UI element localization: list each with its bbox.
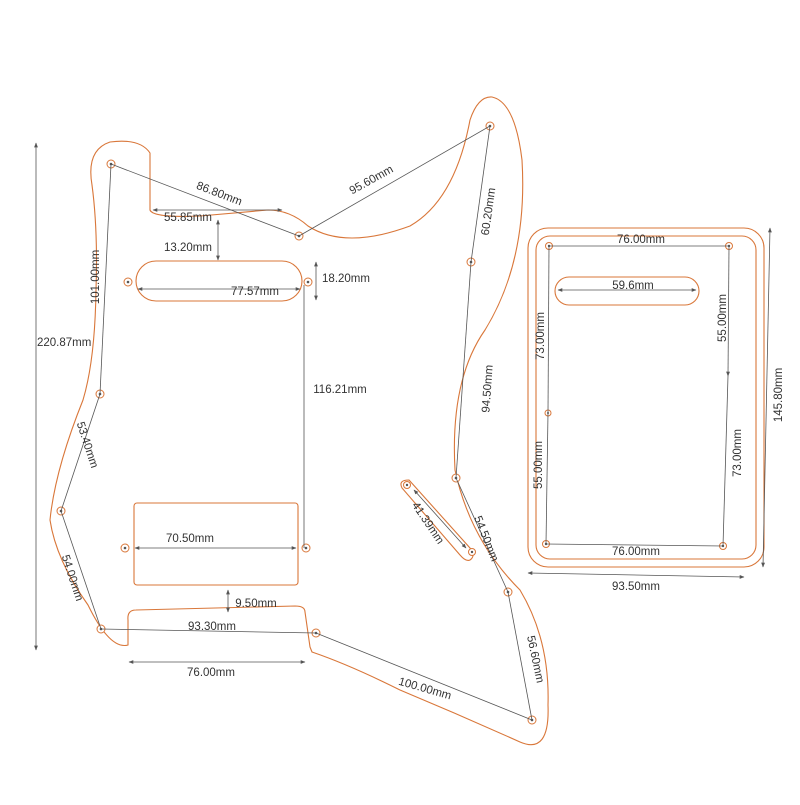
label-right-upper-edge: 60.20mm — [480, 187, 499, 236]
label-neck-pickup-width: 18.20mm — [322, 273, 370, 285]
label-backplate-left-lower: 55.00mm — [533, 441, 545, 489]
label-right-mid-edge: 94.50mm — [480, 364, 495, 413]
label-backplate-slot-length: 59.6mm — [612, 280, 654, 292]
neck-pickup-slot — [135, 260, 303, 302]
pickguard-dimension-lines — [34, 125, 533, 721]
label-pickup-spacing: 116.21mm — [313, 384, 366, 396]
label-bottom-hole-span: 93.30mm — [188, 621, 236, 633]
label-backplate-top-span: 76.00mm — [617, 234, 665, 246]
label-switch-slot-length: 41.39mm — [409, 500, 446, 546]
label-bridge-to-cutout-gap: 9.50mm — [235, 598, 277, 610]
label-bottom-cutout-width: 76.00mm — [187, 667, 235, 679]
label-bottom-long-edge: 100.00mm — [397, 676, 453, 703]
label-neck-pickup-length: 77.57mm — [231, 286, 279, 298]
label-horn-to-top-right: 95.60mm — [348, 164, 396, 198]
label-left-side-height: 101.00mm — [90, 250, 102, 304]
label-left-lower-upper: 53.40mm — [74, 420, 100, 469]
pickguard-mounting-holes — [56, 121, 537, 725]
label-top-left-to-horn: 86.80mm — [195, 180, 244, 208]
backplate-inner-outline — [535, 235, 757, 560]
label-backplate-overall-width: 93.50mm — [612, 581, 660, 593]
backplate-slot — [554, 276, 700, 306]
label-backplate-left-upper: 73.00mm — [535, 312, 547, 360]
label-backplate-bottom-span: 76.00mm — [612, 546, 660, 558]
backplate-dimension-lines — [527, 227, 772, 579]
label-bottom-right-edge: 56.60mm — [524, 635, 546, 684]
label-overall-height: 220.87mm — [37, 337, 91, 349]
bridge-pickup-slot — [133, 502, 299, 586]
label-right-lower-edge: 54.50mm — [471, 514, 500, 563]
label-cutout-to-pickup-gap: 13.20mm — [164, 242, 212, 254]
label-bridge-pickup-width: 70.50mm — [166, 533, 214, 545]
label-backplate-right-upper: 55.00mm — [717, 294, 729, 342]
label-backplate-overall-height: 145.80mm — [773, 368, 785, 422]
pickguard-outline — [49, 96, 549, 746]
label-left-lower-lower: 54.00mm — [59, 553, 85, 602]
label-backplate-right-lower: 73.00mm — [732, 429, 744, 477]
label-top-cutout-width: 55.85mm — [164, 212, 212, 224]
